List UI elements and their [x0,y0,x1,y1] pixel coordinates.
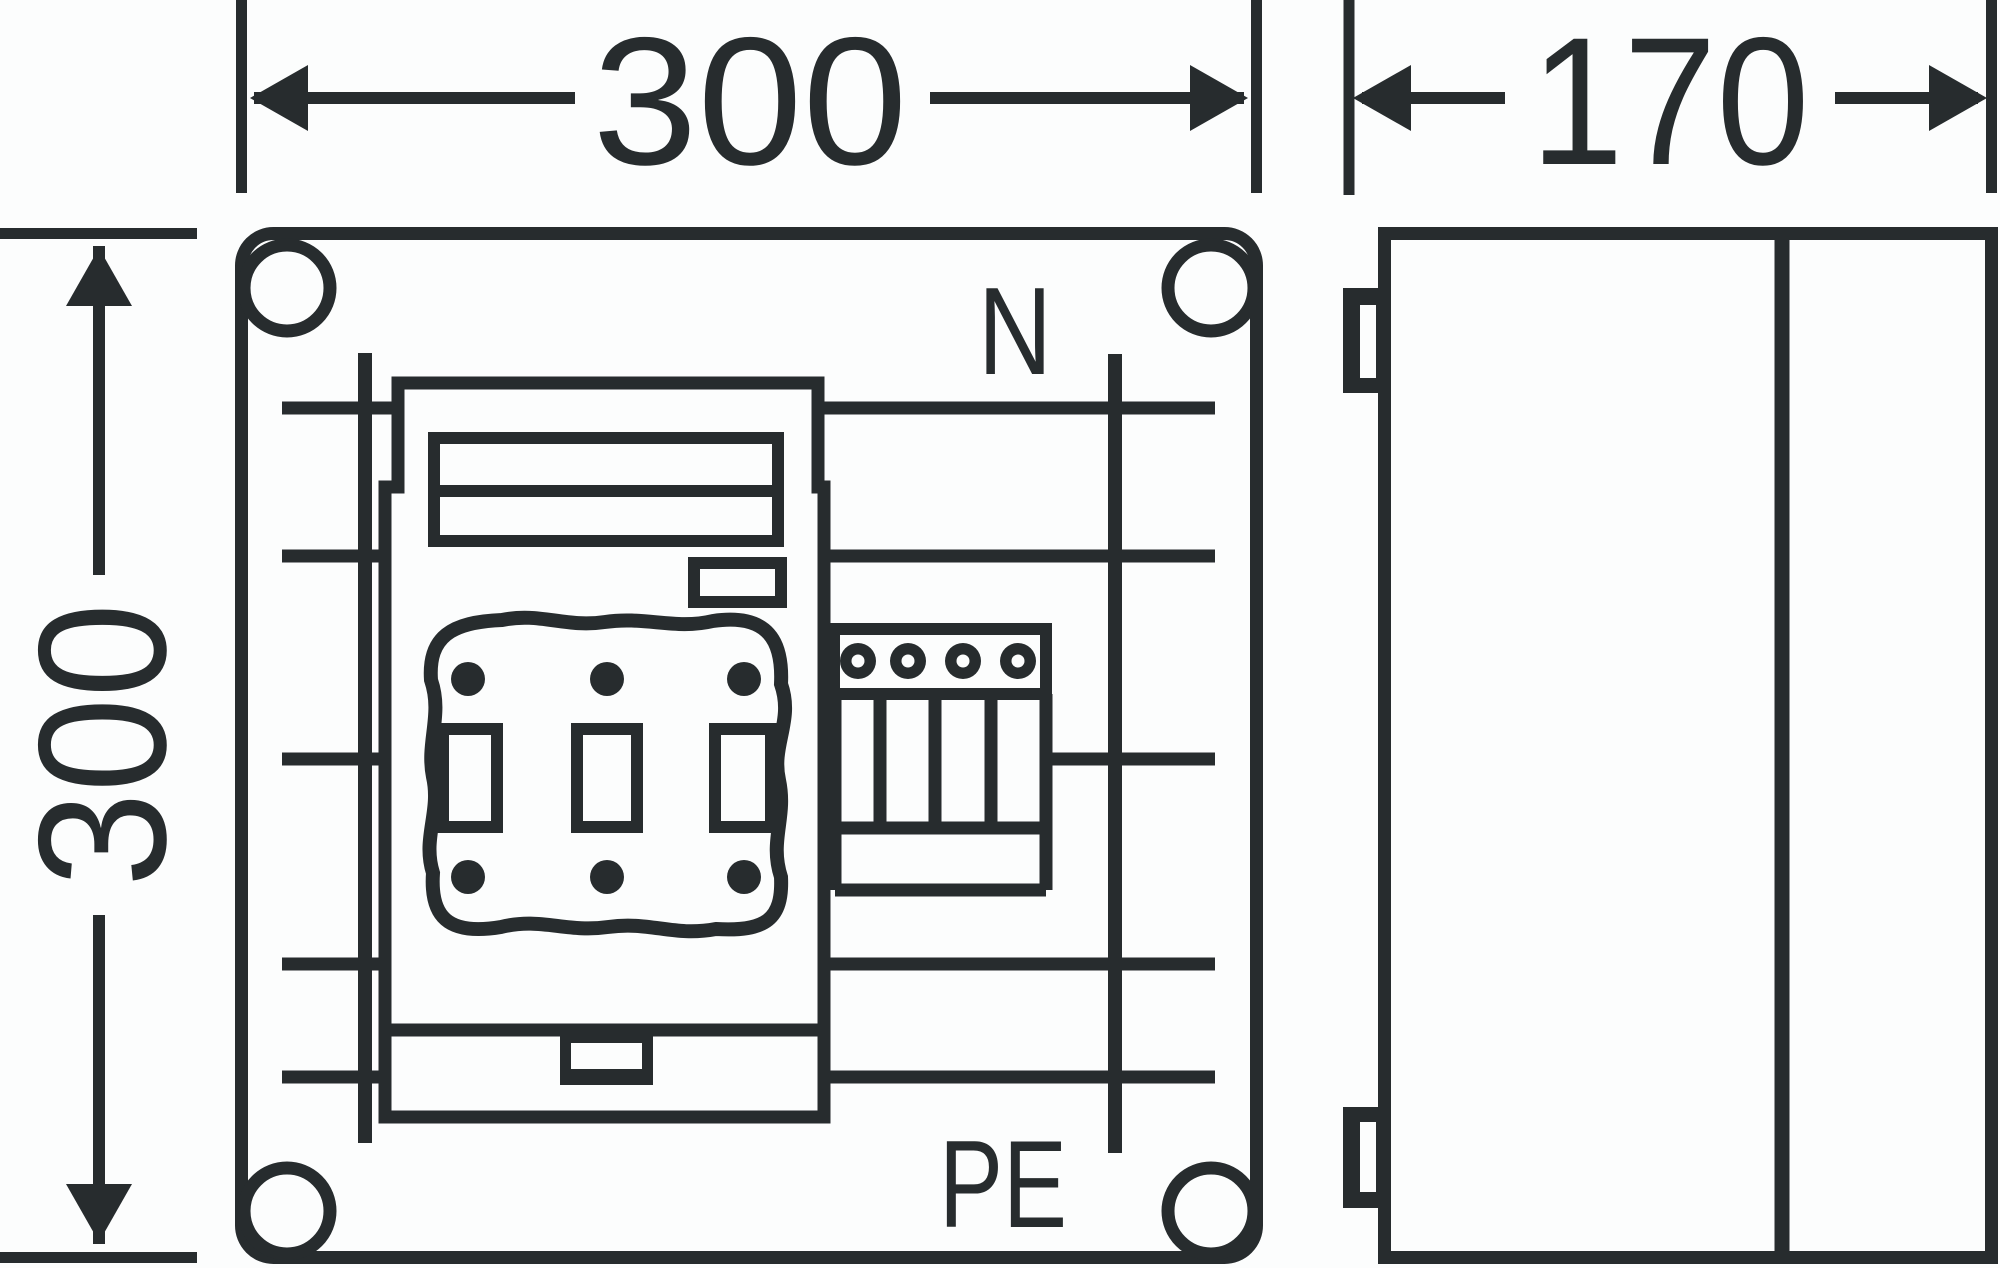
height-dimension: 300 [0,228,204,1263]
enclosure-outline [235,227,1263,1264]
terminal-screw-hole [1011,654,1025,668]
rivet-dot [451,860,485,894]
mounting-hole-icon [237,238,337,338]
arrowhead-icon [1190,65,1248,131]
arrowhead-icon [250,65,308,131]
label-mask [1505,15,1835,165]
depth-dimension: 170 [1343,0,1997,203]
depth-dimension-label: 170 [1531,0,1810,203]
label-mask [575,15,930,180]
fuse-window [571,723,643,833]
fuse-switch-unit [378,376,831,1124]
width-dimension: 300 [236,0,1262,203]
side-view [1343,227,1998,1264]
neutral-label: N [978,263,1052,401]
height-dimension-label: 300 [0,603,204,887]
label-mask [15,575,183,915]
fuse-unit-label-window [688,557,787,608]
front-view: N PE [235,227,1263,1264]
fuse-window [709,723,777,833]
mounting-hole-icon [1161,238,1261,338]
mounting-hole-icon [237,1161,337,1261]
pe-label: PE [939,1116,1067,1254]
arrowhead-icon [66,1184,132,1242]
hinge-tab-slot [1360,305,1376,378]
rivet-dot [727,662,761,696]
arrowhead-icon [66,248,132,306]
rivet-dot [451,662,485,696]
terminal-screw-hole [901,654,915,668]
fuse-unit-clip-slot [571,1043,642,1069]
rivet-dot [590,860,624,894]
width-dimension-label: 300 [593,0,908,203]
terminal-screw-hole [956,654,970,668]
arrowhead-icon [1353,65,1411,131]
terminal-block [828,623,1053,897]
fuse-unit-body [378,376,831,1124]
fuse-window [437,723,503,833]
mounting-hole-icon [1161,1161,1261,1261]
rivet-dot [727,860,761,894]
fuse-carrier-plate [422,610,792,939]
rivet-dot [590,662,624,696]
arrowhead-icon [1929,65,1987,131]
terminal-screw-hole [851,654,865,668]
side-outline [1378,227,1998,1264]
hinge-tab-slot [1360,1122,1376,1192]
